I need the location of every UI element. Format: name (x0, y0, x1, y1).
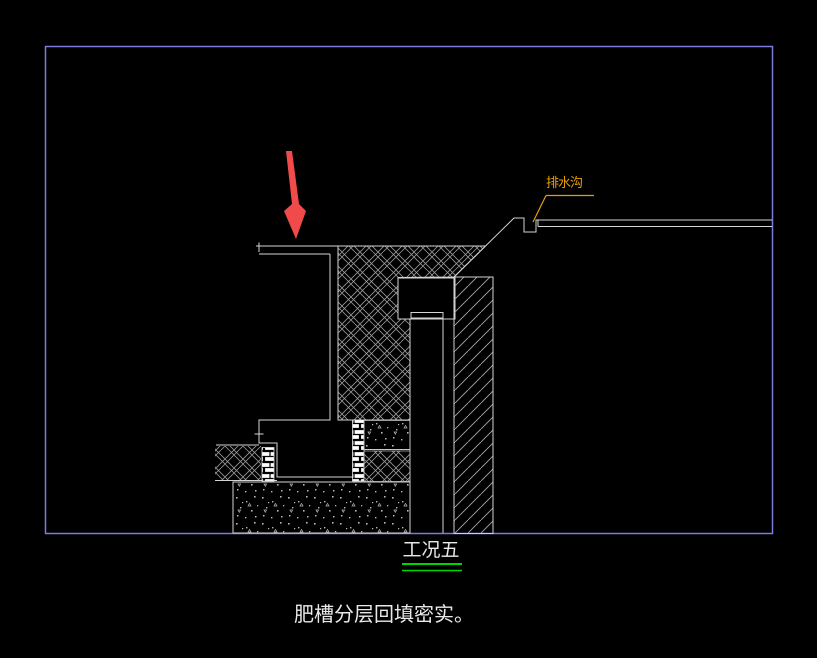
wall-hatch-region (453, 276, 494, 534)
slope-and-channel-line (453, 217, 772, 278)
plate-band (410, 312, 444, 319)
trench-step-line (258, 253, 353, 478)
pavement-bottom-line (537, 220, 772, 227)
section-title: 工况五 (402, 539, 459, 561)
caption-note: 肥槽分层回填密实。 (294, 602, 474, 626)
lower-hatch-block (363, 450, 411, 482)
foundation-block (232, 481, 411, 534)
red-arrow-annotation (284, 151, 306, 239)
drain-label: 排水沟 (546, 176, 582, 191)
stipple-band (363, 420, 411, 450)
soil-block-left (215, 446, 261, 480)
brick-column-left (261, 447, 275, 482)
brick-column-right (352, 419, 365, 482)
drain-leader-line (532, 194, 594, 223)
